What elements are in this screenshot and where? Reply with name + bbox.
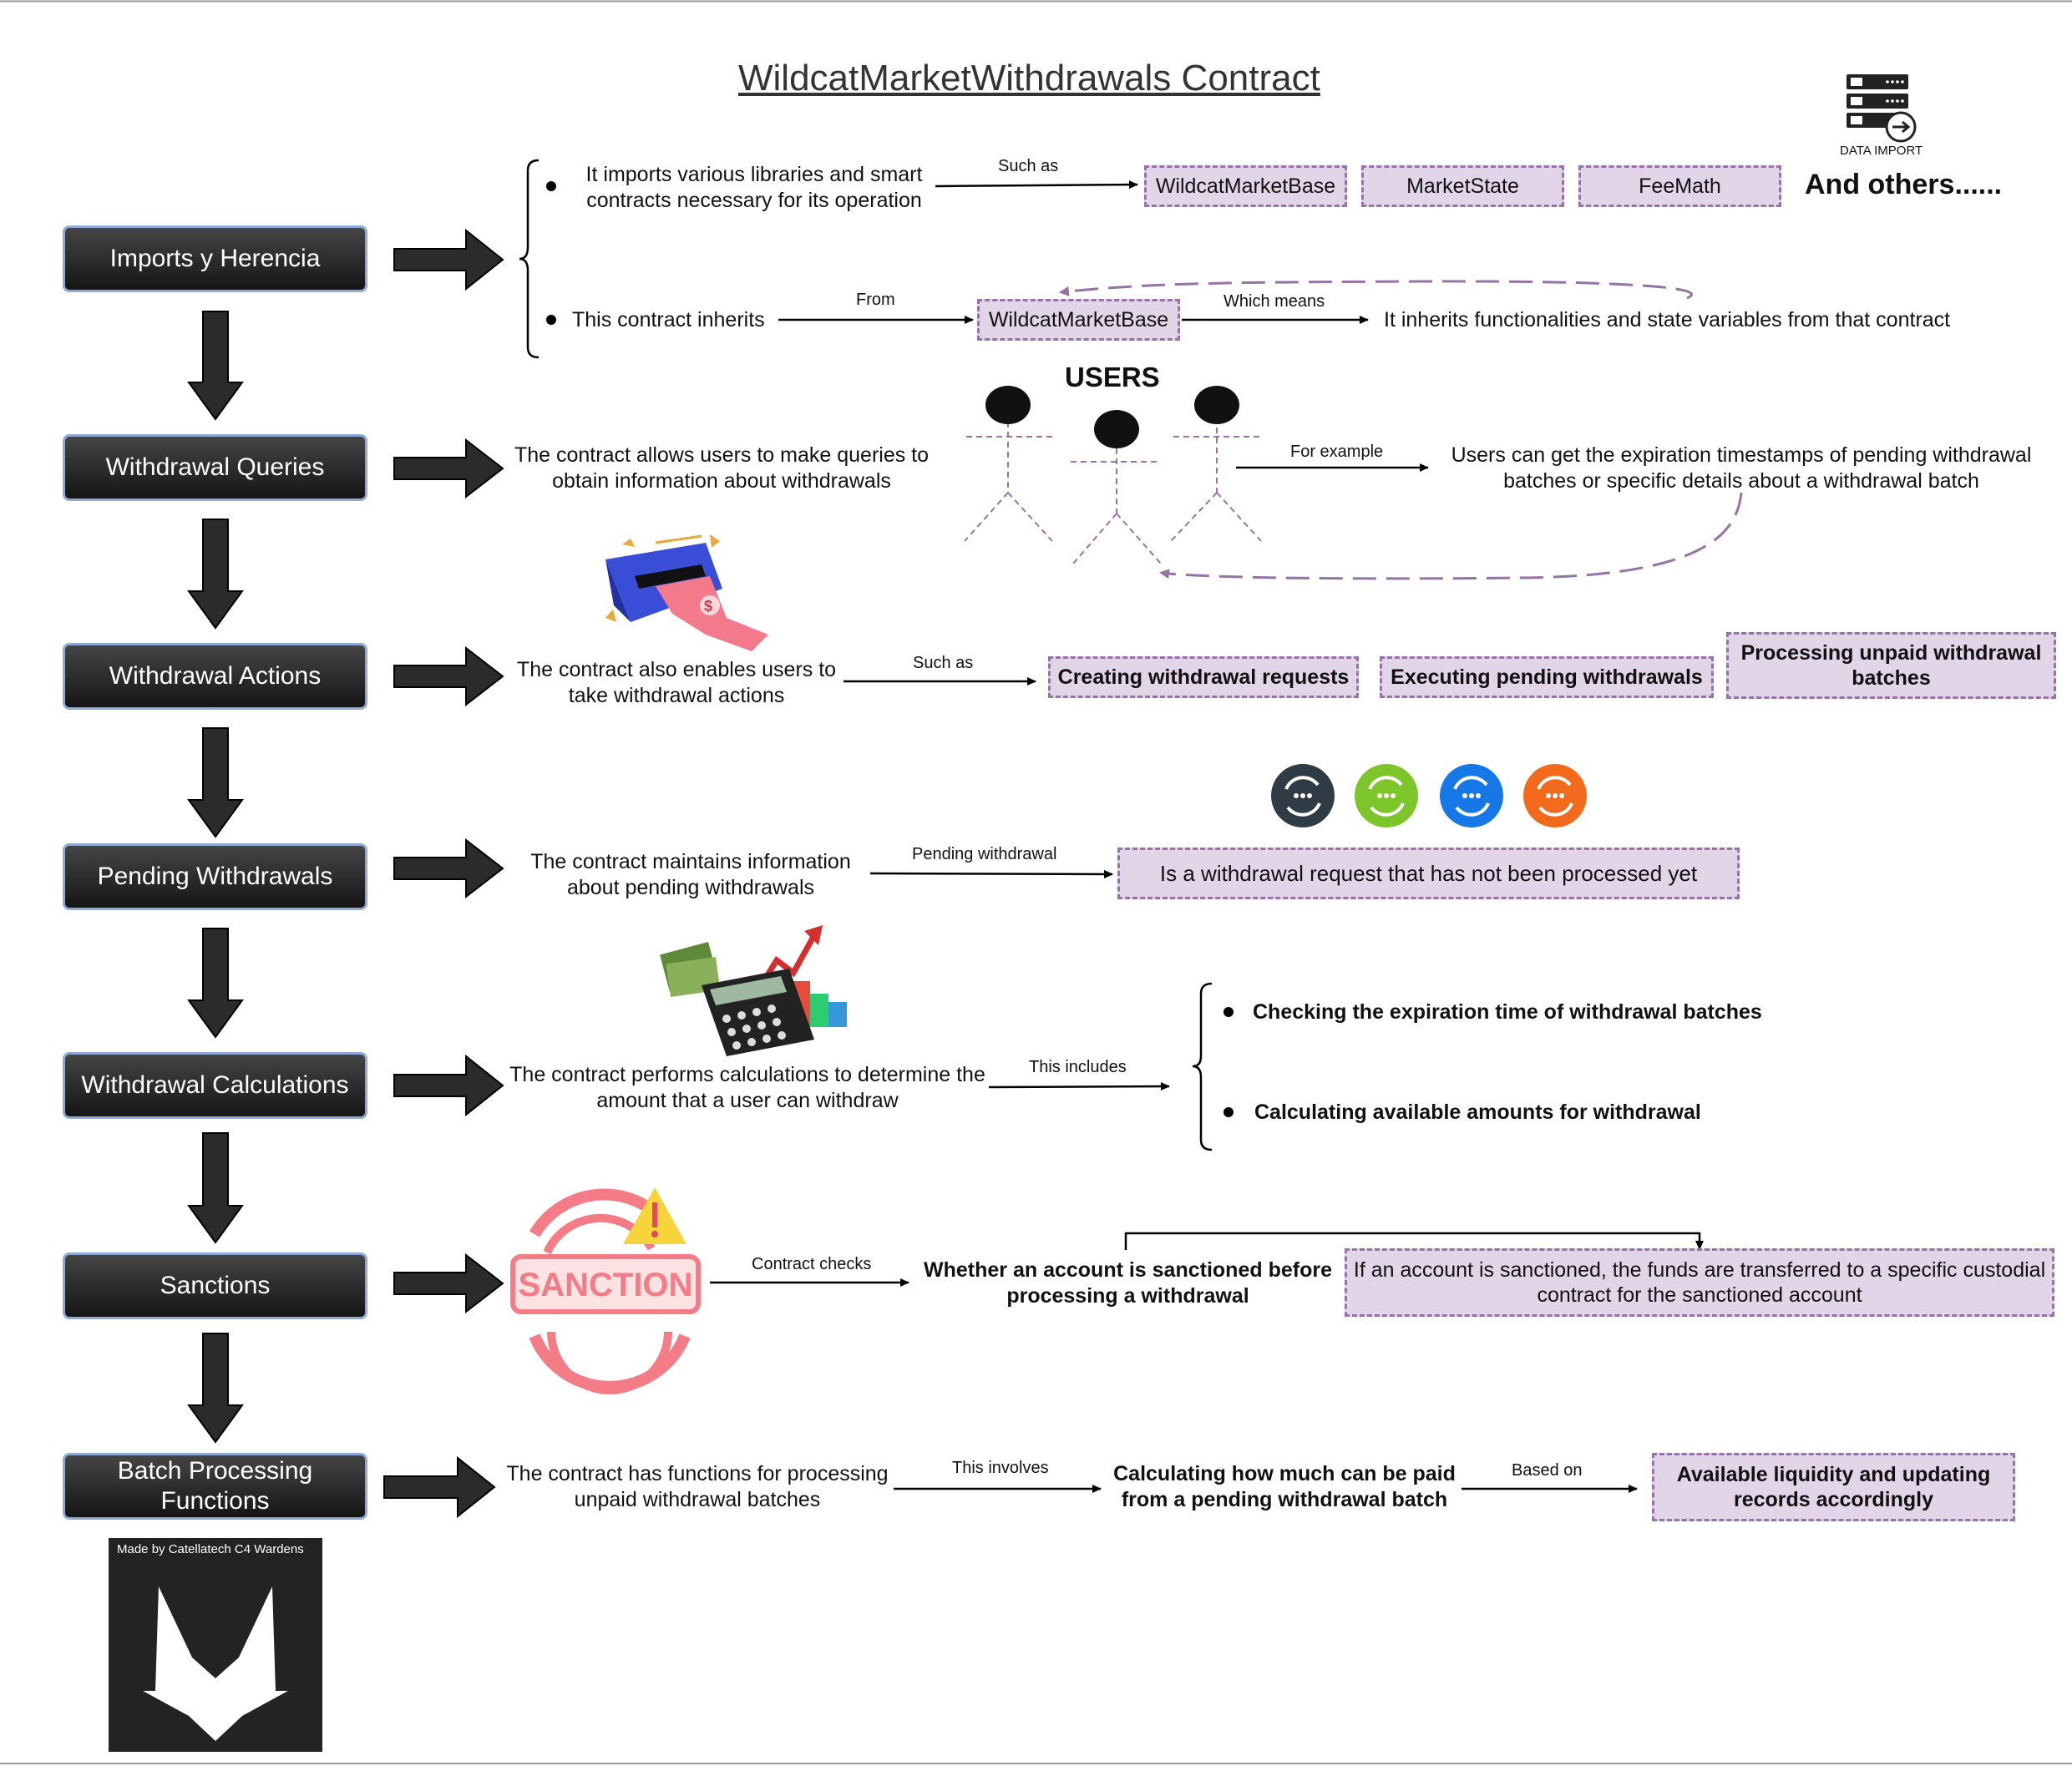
credit-text: Made by Catellatech C4 Wardens	[117, 1542, 304, 1556]
step-withdrawal-queries: Withdrawal Queries	[63, 434, 367, 501]
svg-text:$: $	[704, 598, 712, 615]
box-sanctioned-definition: If an account is sanctioned, the funds a…	[1345, 1248, 2054, 1317]
box-inherit-base: WildcatMarketBase	[977, 299, 1180, 341]
and-others-text: And others......	[1805, 169, 2003, 200]
batch-description: The contract has functions for processin…	[506, 1462, 889, 1511]
box-liquidity: Available liquidity and updating records…	[1652, 1453, 2015, 1521]
edge-label-such-as-1: Such as	[998, 157, 1059, 175]
step-pending-withdrawals: Pending Withdrawals	[63, 843, 367, 910]
calc-description: The contract performs calculations to de…	[509, 1063, 985, 1112]
calc-item-available: Calculating available amounts for withdr…	[1254, 1101, 1701, 1124]
box-creating-requests: Creating withdrawal requests	[1048, 656, 1359, 698]
box-wildcat-market-base: WildcatMarketBase	[1144, 165, 1347, 207]
credit-logo	[109, 1538, 322, 1752]
box-fee-math: FeeMath	[1578, 165, 1781, 207]
page-title: WildcatMarketWithdrawals Contract	[738, 58, 1320, 99]
queries-example: Users can get the expiration timestamps …	[1451, 443, 2032, 493]
inherits-description: This contract inherits	[572, 308, 765, 331]
edge-label-pending-withdrawal: Pending withdrawal	[912, 845, 1057, 863]
users-label: USERS	[1065, 362, 1160, 392]
step-withdrawal-actions: Withdrawal Actions	[63, 643, 367, 710]
box-market-state: MarketState	[1361, 165, 1564, 207]
sanction-stamp-text: SANCTION	[518, 1267, 693, 1303]
edge-label-from: From	[856, 291, 895, 309]
queries-description: The contract allows users to make querie…	[514, 443, 930, 493]
box-pending-definition: Is a withdrawal request that has not bee…	[1117, 848, 1740, 899]
cash-machine-icon: $	[605, 534, 768, 651]
sanction-stamp-icon	[510, 1187, 701, 1394]
edge-label-based-on: Based on	[1512, 1461, 1583, 1480]
step-batch-processing: Batch Processing Functions	[63, 1453, 367, 1520]
edge-label-this-includes: This includes	[1029, 1058, 1127, 1076]
edge-label-contract-checks: Contract checks	[752, 1255, 872, 1273]
calc-item-expiration: Checking the expiration time of withdraw…	[1253, 1000, 1762, 1024]
imports-description: It imports various libraries and smart c…	[585, 163, 923, 212]
edge-label-for-example: For example	[1290, 443, 1384, 461]
batch-calculation: Calculating how much can be paid from a …	[1113, 1462, 1456, 1511]
box-processing-unpaid: Processing unpaid withdrawal batches	[1726, 632, 2056, 699]
server-icon	[1847, 74, 1917, 143]
step-imports: Imports y Herencia	[63, 225, 367, 292]
sanction-check-text: Whether an account is sanctioned before …	[924, 1258, 1332, 1308]
actions-description: The contract also enables users to take …	[516, 658, 837, 707]
edge-label-this-involves: This involves	[952, 1459, 1049, 1477]
data-import-label: DATA IMPORT	[1840, 144, 1923, 158]
flow-arrows-vertical	[187, 311, 244, 1444]
box-executing-pending: Executing pending withdrawals	[1380, 656, 1714, 698]
edge-label-which-means: Which means	[1223, 292, 1325, 311]
pending-description: The contract maintains information about…	[530, 850, 851, 899]
calculator-icon	[660, 925, 847, 1056]
status-icons	[1271, 764, 1587, 827]
step-withdrawal-calculations: Withdrawal Calculations	[63, 1052, 367, 1119]
users-icon	[964, 417, 1262, 564]
step-sanctions: Sanctions	[63, 1252, 367, 1319]
edge-label-such-as-2: Such as	[913, 654, 974, 672]
bullet-dots	[546, 181, 1234, 1117]
inherits-meaning: It inherits functionalities and state va…	[1384, 308, 1951, 331]
flow-arrows-horizontal	[383, 228, 504, 1519]
